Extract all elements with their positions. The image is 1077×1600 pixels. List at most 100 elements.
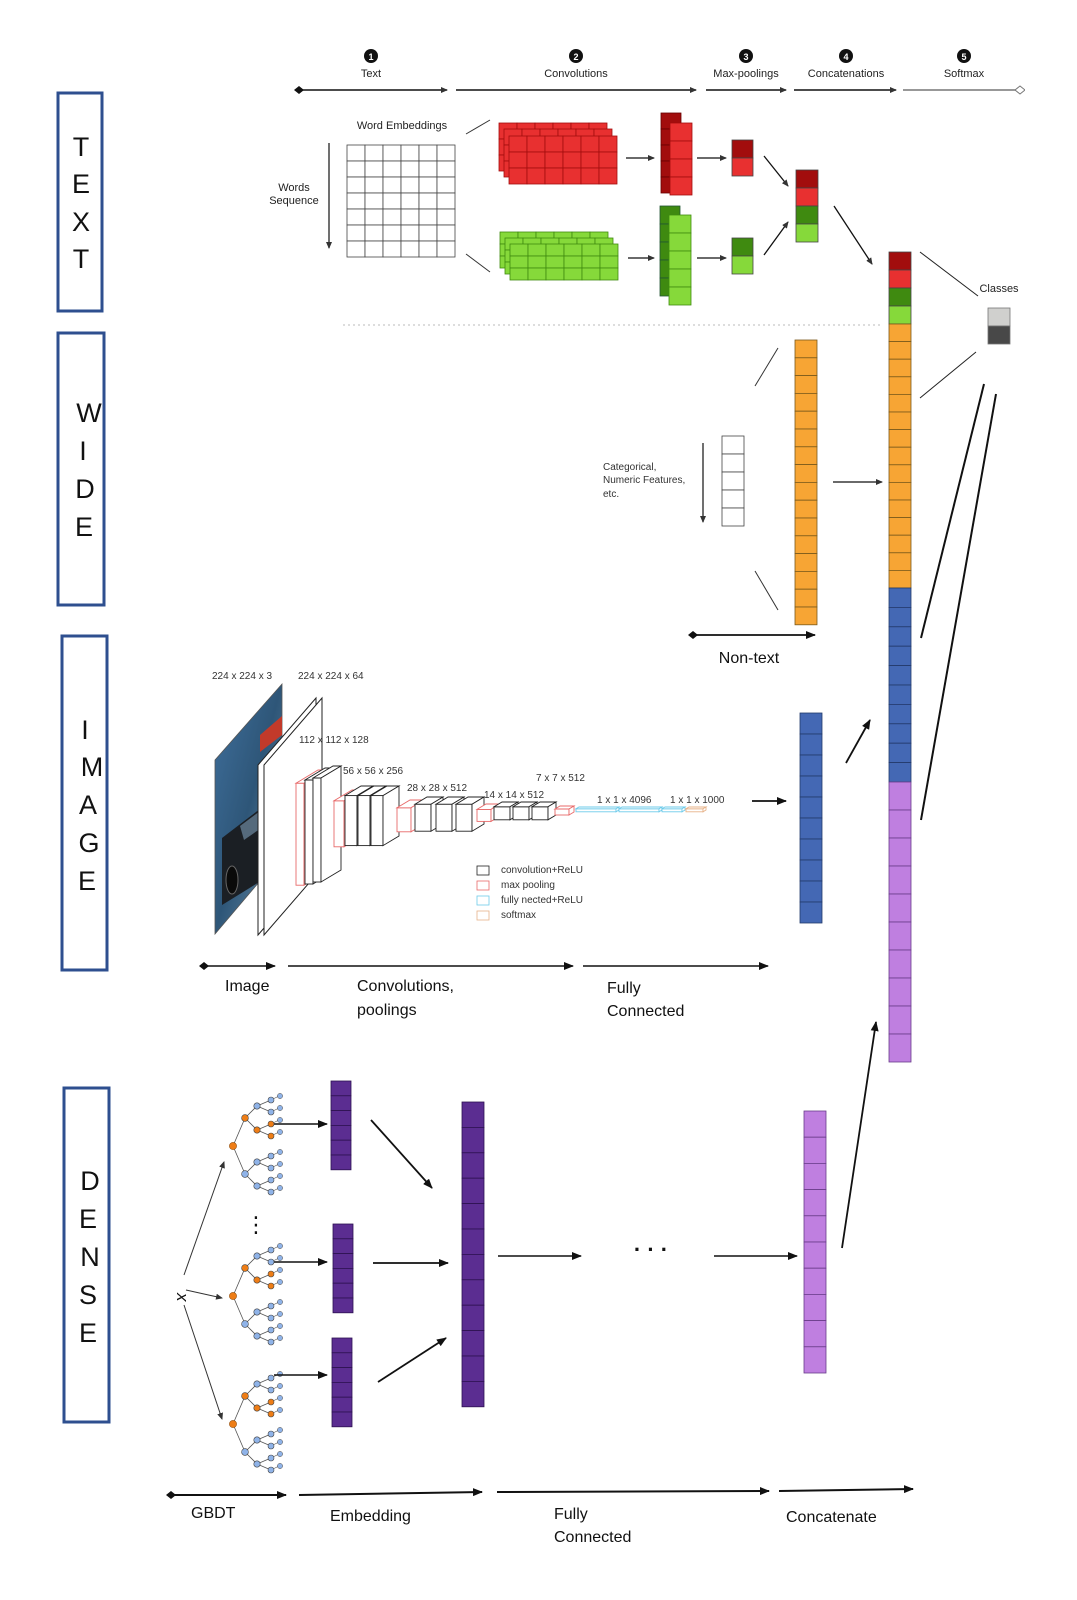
tree-leaf [277, 1427, 283, 1433]
section-letter: E [78, 866, 96, 896]
concat-cell [888, 723, 912, 744]
horizontal-ellipsis: · · · [634, 1237, 668, 1262]
tree-node [241, 1392, 249, 1400]
green-pool-cell [731, 255, 754, 275]
step-4: 4 Concatenations [808, 49, 885, 80]
concat-cell [888, 1033, 912, 1063]
green-conv-cell [668, 268, 692, 288]
class-output-light [987, 307, 1011, 327]
image-branch: 224 x 224 x 3 224 x 224 x 64 112 x 112 x… [199, 671, 823, 1020]
tree-leaf [267, 1454, 275, 1462]
wide-input-cell [721, 471, 745, 491]
tree-leaf [277, 1173, 283, 1179]
green-feature-cell [581, 267, 601, 281]
tree-node [253, 1332, 261, 1340]
embedding-cell [418, 208, 438, 226]
tree-leaf [267, 1338, 275, 1346]
dense-fc-cell [461, 1381, 485, 1408]
step-label: Text [361, 68, 381, 80]
green-feature-cell [599, 243, 619, 257]
embedding-cell [436, 192, 456, 210]
image-feature-cell [799, 775, 823, 798]
tree-node [253, 1182, 261, 1190]
embedding-cell [436, 208, 456, 226]
layer-block [435, 803, 453, 832]
tree-node [253, 1252, 261, 1260]
tree-leaf [277, 1299, 283, 1305]
layer-dimension-labels: 224 x 224 x 3 224 x 224 x 64 112 x 112 x… [212, 671, 725, 806]
dim-label: 224 x 224 x 64 [298, 671, 364, 682]
tree-leaf [277, 1407, 283, 1413]
green-feature-cell [509, 255, 529, 269]
embedding-cell [346, 160, 366, 178]
red-feature-cell [508, 167, 528, 185]
legend-entry: convolution+ReLU [501, 865, 583, 876]
green-feature-cell [527, 243, 547, 257]
word-embedding-matrix [346, 144, 456, 258]
step-header: 1 Text 2 Convolutions 3 Max-poolings 4 C… [294, 49, 1020, 90]
dense-output-cell [803, 1215, 827, 1243]
wide-embedding-cell [794, 499, 818, 519]
gbdt-label: GBDT [191, 1505, 236, 1522]
concat-cell [888, 809, 912, 839]
layer-block [344, 795, 358, 847]
concat-cell [888, 517, 912, 536]
layer-block [574, 806, 621, 810]
wide-embedding-cell [794, 571, 818, 590]
text-concat-cell [795, 205, 819, 225]
green-conv-cell [668, 214, 692, 234]
embedding-cell [346, 144, 366, 162]
text-concatenation-vector [795, 169, 819, 243]
leaf-embedding-cell [332, 1253, 354, 1269]
section-text: T E X T [56, 91, 104, 313]
stage-label: Connected [607, 1003, 684, 1020]
embedding-cell [364, 144, 384, 162]
wide-embedding-cell [794, 375, 818, 394]
concat-cell [888, 411, 912, 431]
tree-node [241, 1448, 249, 1456]
leaf-embedding-cell [331, 1367, 353, 1383]
dim-label: 112 x 112 x 128 [299, 735, 369, 746]
section-wide: W I D E [56, 331, 106, 607]
red-feature-cell [544, 135, 564, 153]
tree-leaf [267, 1442, 275, 1450]
wide-embedding-cell [794, 588, 818, 608]
dense-output-cell [803, 1136, 827, 1164]
leaf-embedding-cell [330, 1080, 352, 1097]
tree-leaf [267, 1430, 275, 1438]
tree-node [229, 1420, 237, 1428]
red-feature-cell [580, 135, 600, 153]
red-pool-cell [731, 157, 754, 177]
tree-leaf [267, 1176, 275, 1184]
dense-fc-cell [461, 1254, 485, 1281]
green-conv-cell [668, 250, 692, 270]
embedding-cell [364, 160, 384, 178]
concat-cell [888, 552, 912, 571]
tree-edge [232, 1145, 246, 1175]
dense-fc-cell [461, 1177, 485, 1204]
features-label: Numeric Features, [603, 475, 685, 486]
features-label: Categorical, [603, 462, 656, 473]
words-sequence-label: Sequence [269, 195, 319, 207]
wide-embedding-cell [794, 517, 818, 537]
tree-edge [232, 1423, 246, 1453]
embedding-cell [364, 176, 384, 194]
layer-block [531, 806, 549, 821]
leaf-embedding-vectors [330, 1080, 354, 1428]
tree-leaf [267, 1282, 275, 1290]
input-x-symbol: x [173, 1292, 192, 1302]
concat-cell [888, 949, 912, 979]
leaf-embedding-cell [331, 1382, 353, 1398]
dense-fc-cell [461, 1355, 485, 1382]
image-feature-cell [799, 712, 823, 735]
wide-embedding-cell [794, 428, 818, 448]
wide-embedding-cell [794, 606, 818, 626]
section-letter: D [75, 474, 95, 504]
section-letter: E [79, 1318, 97, 1348]
embedding-cell [436, 160, 456, 178]
layer-block [554, 808, 570, 816]
dim-label: 1 x 1 x 4096 [597, 795, 652, 806]
dense-fc-cell [461, 1330, 485, 1357]
tree-leaf [267, 1326, 275, 1334]
